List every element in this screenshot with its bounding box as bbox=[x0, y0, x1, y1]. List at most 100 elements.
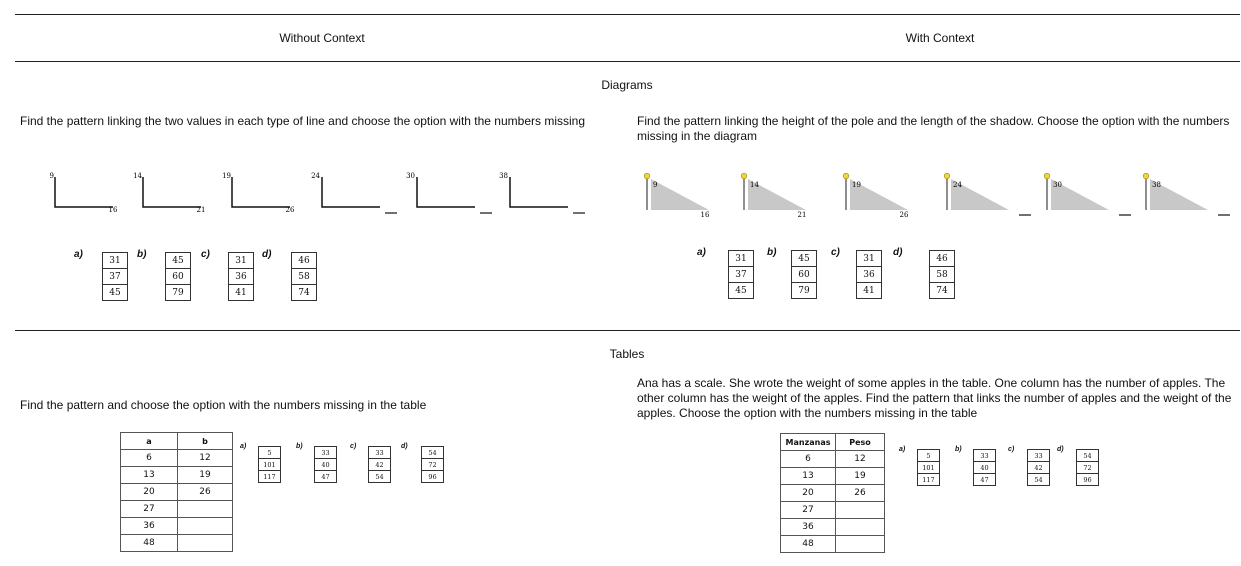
option-label: d) bbox=[262, 249, 272, 260]
option-value: 41 bbox=[856, 282, 882, 299]
option-value: 47 bbox=[973, 473, 996, 486]
option-value: 54 bbox=[421, 446, 444, 459]
table-cell: 36 bbox=[120, 517, 178, 535]
figure-bottom-value: 21 bbox=[197, 206, 206, 214]
table-cell: 27 bbox=[780, 501, 836, 519]
option-value: 41 bbox=[228, 284, 254, 301]
option-label: a) bbox=[74, 249, 83, 260]
option-value: 37 bbox=[102, 268, 128, 285]
option-value: 79 bbox=[791, 282, 817, 299]
option-label: c) bbox=[831, 247, 840, 258]
table-cell: 19 bbox=[177, 466, 233, 484]
option-value: 36 bbox=[228, 268, 254, 285]
pole-top-icon bbox=[943, 172, 951, 180]
option-label: d) bbox=[1057, 446, 1064, 453]
tables-instruction-left: Find the pattern and choose the option w… bbox=[20, 398, 427, 412]
shadow-length-value: 26 bbox=[900, 211, 909, 219]
pole-top-icon bbox=[1043, 172, 1051, 180]
option-value: 33 bbox=[368, 446, 391, 459]
table-cell: 19 bbox=[835, 467, 885, 485]
shadow-shape bbox=[651, 179, 709, 210]
option-label: b) bbox=[296, 443, 303, 450]
shadow-length-value: 16 bbox=[701, 211, 710, 219]
figure-top-value: 9 bbox=[50, 172, 54, 180]
table-cell bbox=[835, 518, 885, 536]
pole-top-icon bbox=[643, 172, 651, 180]
option-label: d) bbox=[401, 443, 408, 450]
pole-height-value: 19 bbox=[852, 181, 861, 189]
table-cell: 20 bbox=[120, 483, 178, 501]
option-value: 45 bbox=[728, 282, 754, 299]
pole-top-icon bbox=[842, 172, 850, 180]
option-value: 42 bbox=[1027, 461, 1050, 474]
shadow-shape bbox=[951, 179, 1009, 210]
option-value: 46 bbox=[929, 250, 955, 267]
pole-height-value: 30 bbox=[1053, 181, 1062, 189]
option-value: 96 bbox=[421, 470, 444, 483]
option-value: 58 bbox=[929, 266, 955, 283]
option-value: 45 bbox=[102, 284, 128, 301]
table-cell bbox=[177, 534, 233, 552]
figure-top-value: 38 bbox=[499, 172, 508, 180]
option-value: 101 bbox=[258, 458, 281, 471]
option-value: 54 bbox=[368, 470, 391, 483]
table-cell bbox=[835, 535, 885, 553]
option-value: 5 bbox=[258, 446, 281, 459]
option-value: 31 bbox=[856, 250, 882, 267]
option-value: 37 bbox=[728, 266, 754, 283]
shadow-shape bbox=[1051, 179, 1109, 210]
line-figure: 24 bbox=[311, 172, 397, 214]
option-value: 31 bbox=[102, 252, 128, 269]
section-title-diagrams: Diagrams bbox=[601, 78, 653, 92]
table-row: 36 bbox=[120, 517, 233, 535]
tables-instruction-right: Ana has a scale. She wrote the weight of… bbox=[637, 376, 1232, 420]
figure-top-value: 24 bbox=[311, 172, 320, 180]
pole-height-value: 38 bbox=[1152, 181, 1161, 189]
top-rule bbox=[15, 14, 1240, 15]
table-cell bbox=[177, 500, 233, 518]
option-value: 47 bbox=[314, 470, 337, 483]
option-value: 72 bbox=[1076, 461, 1099, 474]
table-row: 48 bbox=[120, 534, 233, 552]
pole-top-icon bbox=[740, 172, 748, 180]
shadow-length-value: 21 bbox=[798, 211, 807, 219]
option-value: 72 bbox=[421, 458, 444, 471]
option-value: 101 bbox=[917, 461, 940, 474]
line-figure: 916 bbox=[50, 172, 118, 214]
diagrams-instruction-right: Find the pattern linking the height of t… bbox=[637, 114, 1230, 143]
option-label: a) bbox=[240, 443, 247, 450]
table-cell: 26 bbox=[835, 484, 885, 502]
column-header-right: With Context bbox=[905, 31, 975, 45]
table-cell: 12 bbox=[835, 450, 885, 468]
table-cell: 13 bbox=[120, 466, 178, 484]
diagrams-instruction-left: Find the pattern linking the two values … bbox=[20, 114, 586, 128]
section-rule bbox=[15, 330, 1240, 331]
option-value: 74 bbox=[291, 284, 317, 301]
pole-height-value: 24 bbox=[953, 181, 962, 189]
section-title-tables: Tables bbox=[609, 347, 645, 361]
table-cell: 6 bbox=[120, 449, 178, 467]
